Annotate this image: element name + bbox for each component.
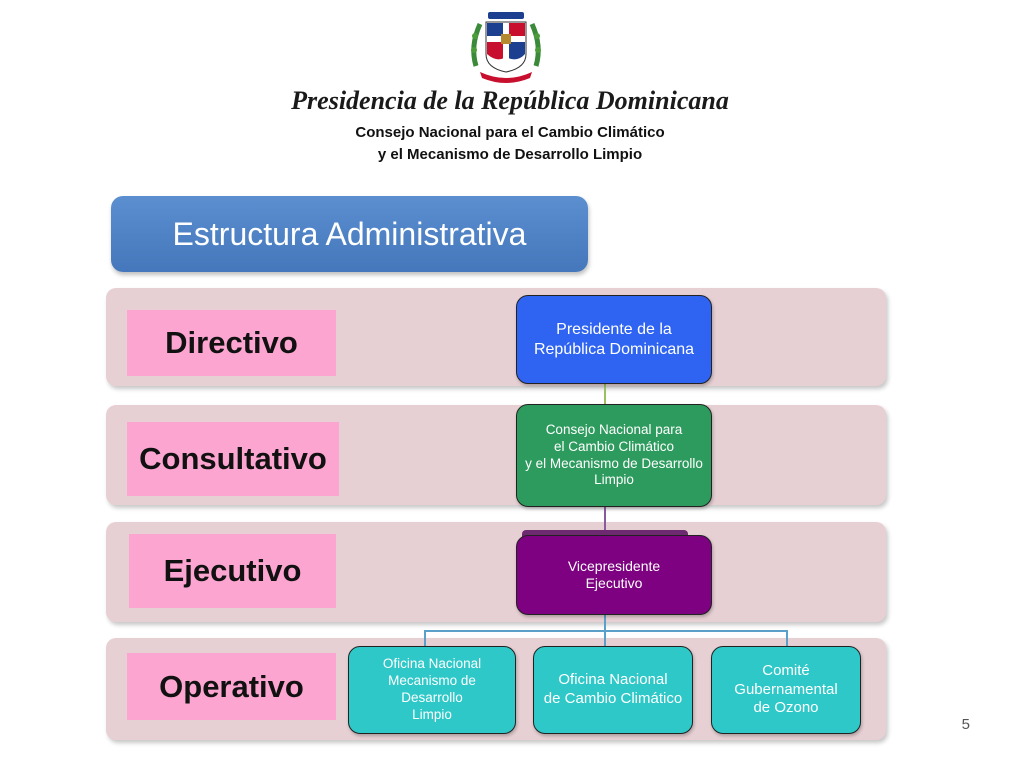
connector-operative-horizontal bbox=[424, 630, 788, 632]
connector-to-office-cc bbox=[604, 630, 606, 646]
connector-president-council bbox=[604, 384, 606, 406]
level-label-directivo: Directivo bbox=[127, 310, 336, 376]
connector-council-vicepresident bbox=[604, 507, 606, 535]
node-vicepresident: Vicepresidente Ejecutivo bbox=[516, 535, 712, 615]
node-office-cc: Oficina Nacional de Cambio Climático bbox=[533, 646, 693, 734]
coat-of-arms-seal bbox=[466, 6, 546, 86]
connector-to-committee-ozone bbox=[786, 630, 788, 646]
node-president: Presidente de la República Dominicana bbox=[516, 295, 712, 384]
page-number: 5 bbox=[961, 716, 970, 733]
council-name-line1: Consejo Nacional para el Cambio Climátic… bbox=[355, 124, 665, 141]
level-label-consultativo: Consultativo bbox=[127, 422, 339, 496]
organization-name: Presidencia de la República Dominicana bbox=[291, 86, 729, 115]
node-council: Consejo Nacional para el Cambio Climátic… bbox=[516, 404, 712, 507]
level-label-operativo: Operativo bbox=[127, 653, 336, 720]
connector-to-office-mdl bbox=[424, 630, 426, 646]
diagram-title: Estructura Administrativa bbox=[111, 196, 588, 272]
connector-vicepresident-down bbox=[604, 615, 606, 631]
node-office-mdl: Oficina Nacional Mecanismo de Desarrollo… bbox=[348, 646, 516, 734]
level-label-ejecutivo: Ejecutivo bbox=[129, 534, 336, 608]
council-name-line2: y el Mecanismo de Desarrollo Limpio bbox=[377, 146, 643, 163]
node-committee-ozone: Comité Gubernamental de Ozono bbox=[711, 646, 861, 734]
